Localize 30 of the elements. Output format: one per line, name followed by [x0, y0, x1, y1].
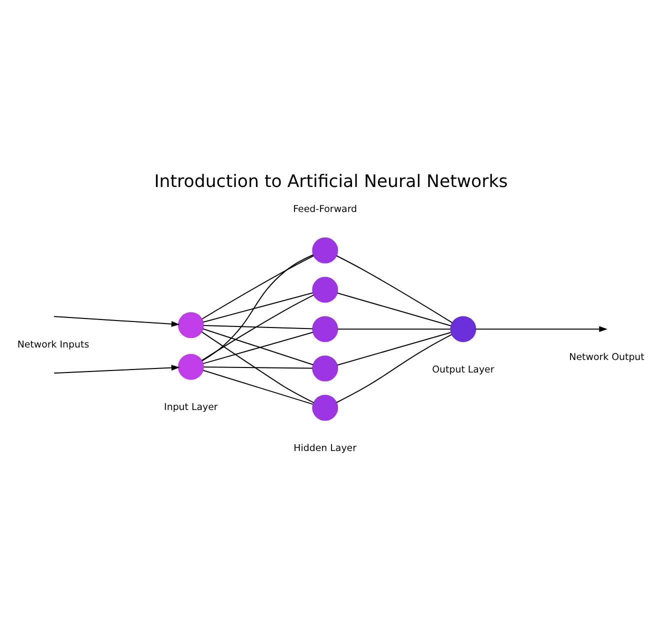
- connector: [203, 292, 313, 322]
- node-circle: [312, 276, 338, 302]
- node-circle: [312, 354, 338, 381]
- connector: [202, 331, 314, 403]
- node-circle: [312, 394, 338, 420]
- connector: [336, 254, 452, 323]
- node-circle: [312, 316, 338, 342]
- label: Output Layer: [432, 364, 494, 375]
- arrow: [54, 364, 180, 374]
- connector: [202, 294, 314, 360]
- label: Network Output: [569, 351, 644, 362]
- connector: [337, 331, 451, 366]
- connector: [204, 324, 312, 329]
- connector: [204, 366, 312, 368]
- connector: [338, 328, 450, 330]
- connector: [202, 254, 314, 361]
- arrow: [476, 326, 608, 332]
- connector: [203, 369, 313, 404]
- arrow: [54, 316, 180, 326]
- node-circle: [178, 312, 204, 338]
- node-circle: [450, 316, 476, 342]
- connector: [202, 254, 314, 319]
- connector: [337, 292, 451, 326]
- diagram-title: Introduction to Artificial Neural Networks: [154, 172, 508, 192]
- node-circle: [312, 236, 338, 263]
- label: Network Inputs: [17, 338, 90, 350]
- node-circle: [178, 353, 204, 380]
- label: Feed-Forward: [293, 203, 358, 214]
- connector: [336, 334, 452, 402]
- label: Input Layer: [164, 402, 218, 413]
